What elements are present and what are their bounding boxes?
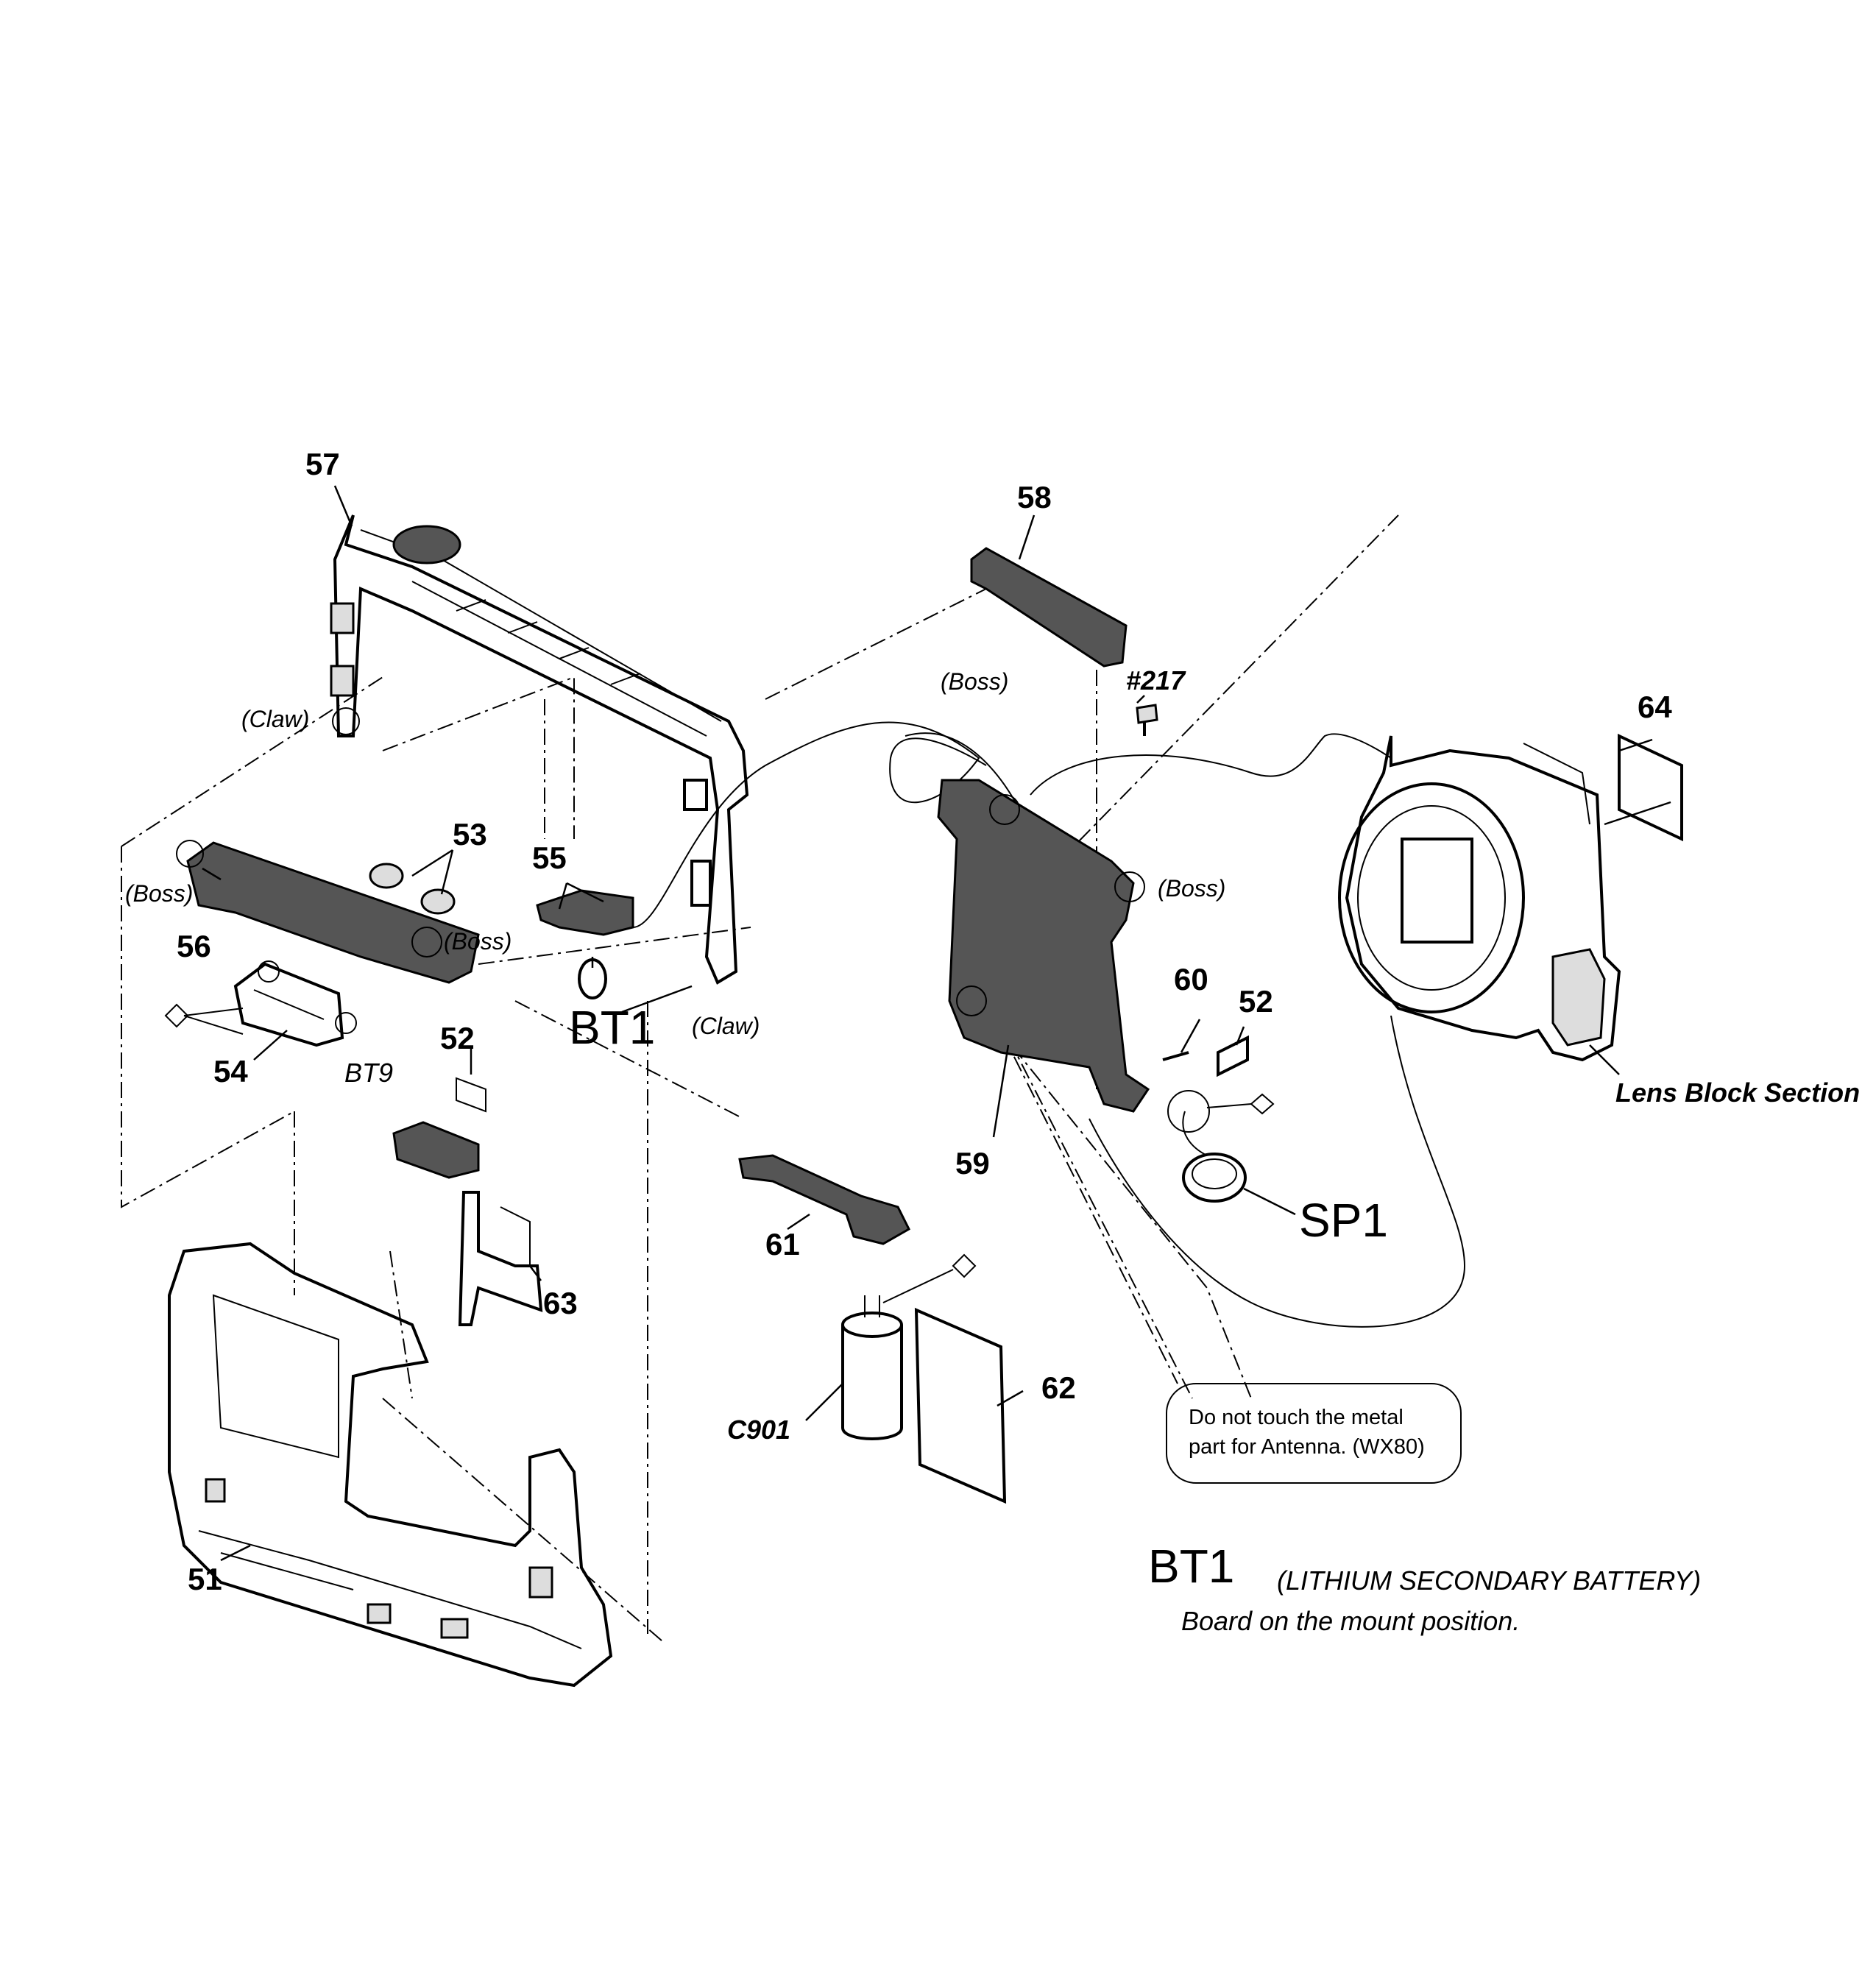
legend-description: (LITHIUM SECONDARY BATTERY): [1277, 1565, 1701, 1596]
part-52-pad-left: [456, 1077, 486, 1113]
label-screw-217: #217: [1126, 665, 1186, 695]
label-58: 58: [1017, 480, 1052, 514]
dial-knob-icon: [392, 525, 461, 564]
label-55: 55: [532, 840, 567, 875]
part-55-switch: [536, 889, 634, 936]
bt9-holder: [392, 1121, 480, 1179]
part-54-bracket: [164, 960, 357, 1047]
legend: BT1 (LITHIUM SECONDARY BATTERY) Board on…: [1148, 1540, 1701, 1636]
part-61-flex: [738, 1154, 910, 1245]
annotation-lens-block: Lens Block Section: [1615, 1077, 1860, 1108]
annotation-boss-left: (Boss): [125, 880, 193, 907]
note-box: Do not touch the metal part for Antenna.…: [1166, 1383, 1462, 1484]
part-58-plate: [970, 547, 1128, 668]
legend-code: BT1: [1148, 1540, 1234, 1593]
label-60: 60: [1174, 962, 1208, 997]
label-61: 61: [765, 1227, 800, 1261]
note-line-1: Do not touch the metal: [1189, 1406, 1404, 1429]
part-57-top-frame: [330, 514, 749, 985]
part-51-bottom-frame: [168, 1242, 613, 1688]
label-54: 54: [213, 1054, 248, 1089]
label-bt9: BT9: [344, 1058, 393, 1088]
annotation-boss-right: (Boss): [1158, 875, 1225, 902]
label-sp1: SP1: [1299, 1194, 1388, 1247]
screw-217: [1136, 704, 1158, 736]
annotations: (Claw) (Claw) (Boss) (Boss) (Boss) (Boss…: [125, 668, 1860, 1108]
label-c901: C901: [727, 1415, 790, 1445]
label-63: 63: [543, 1286, 578, 1320]
part-59-main-board: [937, 779, 1150, 1113]
label-52-right: 52: [1239, 984, 1273, 1019]
part-56-board: [176, 840, 480, 984]
label-52-left: 52: [440, 1021, 475, 1055]
note-line-2: part for Antenna. (WX80): [1189, 1435, 1425, 1459]
label-57: 57: [305, 447, 340, 481]
label-64: 64: [1638, 690, 1672, 724]
annotation-boss-top: (Boss): [941, 668, 1008, 695]
label-51: 51: [188, 1562, 222, 1596]
legend-note: Board on the mount position.: [1181, 1606, 1520, 1636]
annotation-claw-top: (Claw): [241, 706, 309, 732]
label-56: 56: [177, 929, 211, 963]
label-62: 62: [1041, 1370, 1076, 1405]
part-64-filter: [1618, 733, 1683, 842]
sp1-speaker: [1167, 1090, 1275, 1203]
part-62-sheet: [914, 1307, 1007, 1504]
lens-block: [1338, 735, 1621, 1062]
flex-cables: [632, 721, 1466, 1328]
part-63-bracket: [458, 1191, 543, 1326]
part-60-strip: [1162, 1051, 1189, 1061]
leader-lines: [202, 485, 1671, 1562]
assembly-guide-lines: [121, 514, 1399, 1642]
part-52-pad-right: [1217, 1035, 1249, 1077]
label-59: 59: [955, 1146, 990, 1181]
label-bt1: BT1: [569, 1001, 655, 1054]
part-53-caps: [369, 863, 456, 915]
c901-capacitor: [841, 1253, 977, 1440]
annotation-claw-bottom: (Claw): [692, 1013, 760, 1039]
part-labels: 57 58 53 55 56 52 54 59 60 52 61 63 62 5…: [177, 447, 1672, 1596]
annotation-boss-mid: (Boss): [444, 928, 512, 955]
label-53: 53: [453, 817, 487, 852]
